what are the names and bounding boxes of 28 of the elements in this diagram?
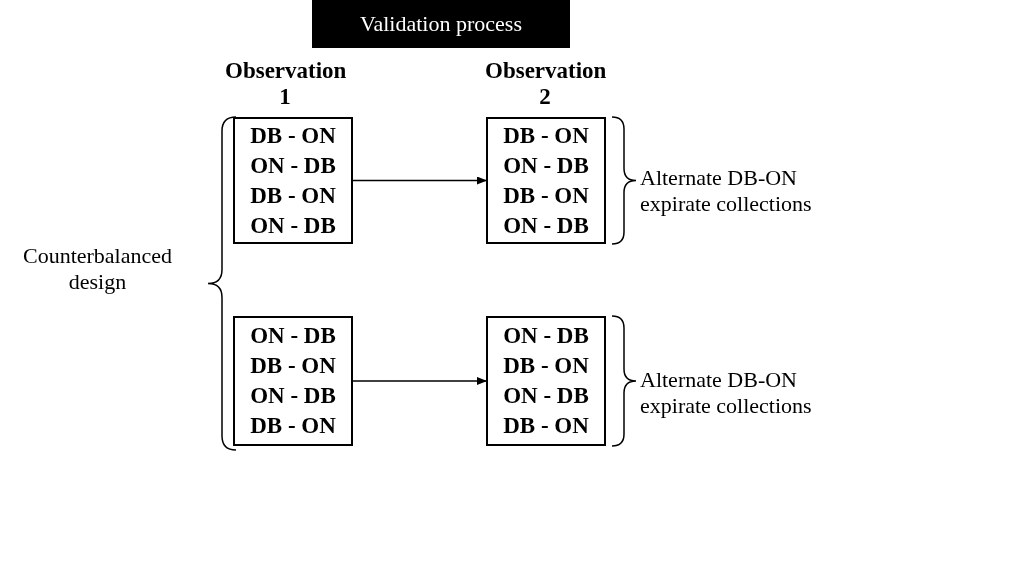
sequence-text: ON - DB [250, 322, 336, 350]
observation-box [486, 117, 606, 244]
arrow [352, 176, 487, 185]
sequence-text: ON - DB [503, 382, 589, 410]
arrow [352, 377, 487, 385]
brace-label: Alternate DB-ON expirate collections [640, 367, 813, 419]
sequence-text: DB - ON [250, 121, 336, 150]
column-heading: Observation 1 [225, 58, 345, 110]
observation-box [486, 316, 606, 446]
column-heading: Observation 2 [485, 58, 605, 110]
sequence-text: ON - DB [503, 322, 589, 350]
observation-box [233, 117, 353, 244]
sequence-text: DB - ON [250, 412, 336, 440]
sequence-text: ON - DB [250, 151, 336, 180]
brace-label: Counterbalanced design [21, 243, 174, 295]
sequence-text: DB - ON [503, 412, 589, 440]
sequence-text: ON - DB [250, 382, 336, 410]
sequence-text: DB - ON [503, 352, 589, 380]
brace-label: Alternate DB-ON expirate collections [640, 165, 813, 217]
sequence-text: ON - DB [250, 211, 336, 240]
observation-box [233, 316, 353, 446]
sequence-text: DB - ON [250, 181, 336, 210]
sequence-text: DB - ON [503, 181, 589, 210]
sequence-text: DB - ON [250, 352, 336, 380]
sequence-text: ON - DB [503, 151, 589, 180]
sequence-text: DB - ON [503, 121, 589, 150]
sequence-text: ON - DB [503, 211, 589, 240]
title-banner: Validation process [312, 0, 570, 48]
